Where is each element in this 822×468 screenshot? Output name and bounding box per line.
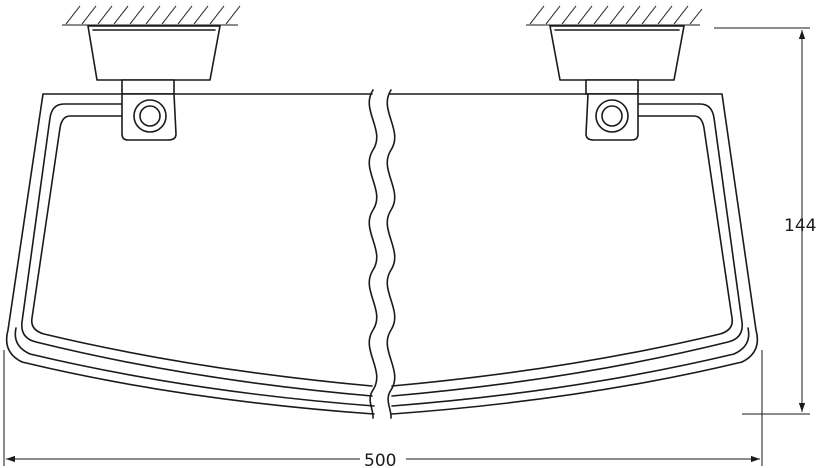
break-lines bbox=[368, 89, 396, 419]
right-clamp bbox=[585, 93, 639, 141]
right-wall-hatch bbox=[526, 5, 703, 26]
left-wall-hatch bbox=[62, 5, 241, 26]
right-wall-mount bbox=[549, 25, 685, 95]
left-wall-mount bbox=[87, 25, 221, 95]
left-clamp bbox=[121, 93, 177, 141]
width-dimension bbox=[3, 350, 763, 466]
height-dimension bbox=[714, 27, 810, 415]
width-dimension-label: 500 bbox=[364, 451, 396, 468]
shelf-left-section bbox=[5, 93, 375, 415]
height-dimension-label: 144 bbox=[784, 216, 816, 236]
shelf-right-section bbox=[389, 93, 759, 415]
